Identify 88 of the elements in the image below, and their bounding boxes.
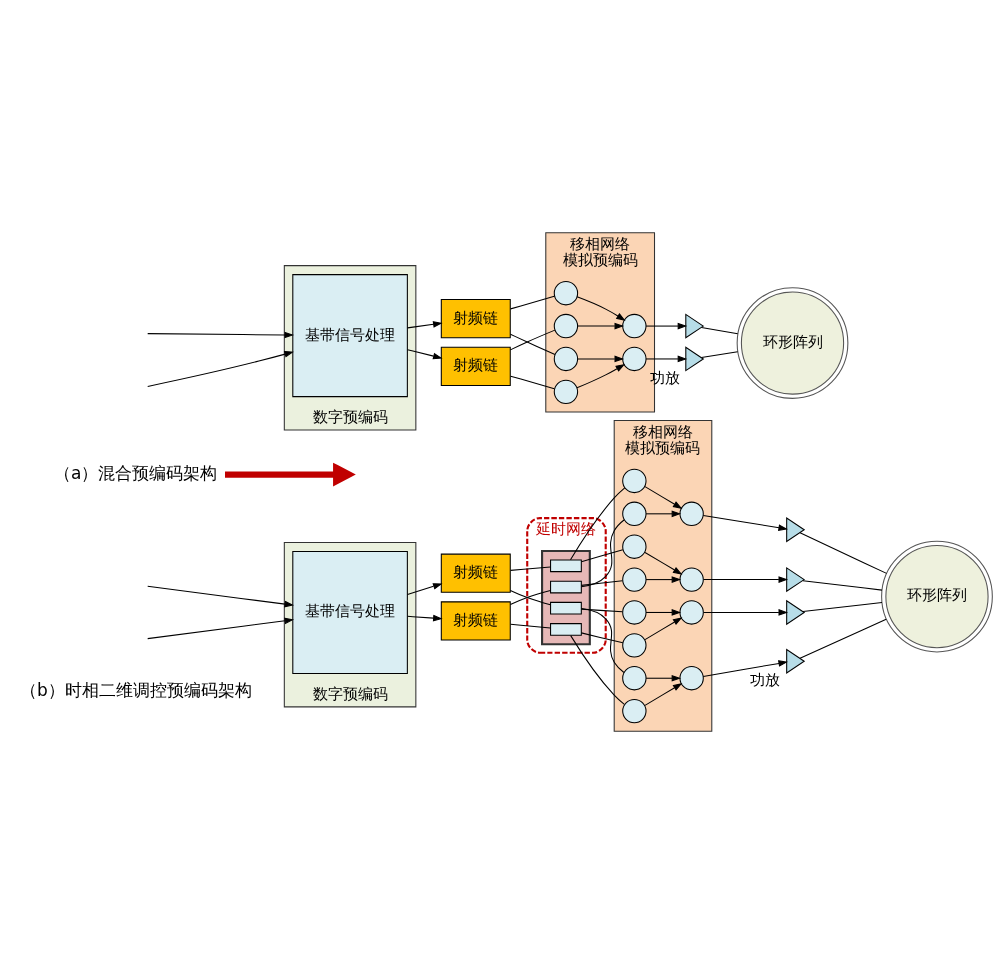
connector	[580, 579, 623, 586]
node-box: 射频链	[440, 553, 511, 593]
node-box: 射频链	[440, 346, 511, 386]
node-circle	[622, 665, 647, 690]
connector	[799, 618, 887, 659]
connector	[510, 295, 555, 309]
arrow	[407, 614, 443, 621]
connector	[510, 375, 555, 389]
connector	[700, 326, 739, 334]
node-box	[550, 622, 582, 636]
node-box: 基带信号处理	[292, 273, 408, 397]
node-circle	[622, 698, 647, 723]
arrow	[147, 350, 294, 387]
connector	[700, 350, 739, 358]
arrow	[644, 485, 683, 509]
node-circle: 环形阵列	[881, 540, 993, 652]
connector	[802, 601, 883, 612]
connector	[509, 333, 556, 355]
node-box	[550, 558, 582, 572]
arrow	[577, 322, 625, 329]
arrow	[147, 331, 295, 338]
node-circle	[622, 534, 647, 559]
connector	[570, 634, 625, 705]
connector	[510, 566, 551, 571]
arrow	[702, 659, 788, 677]
arrow	[645, 355, 688, 362]
arrow	[147, 585, 295, 607]
node-box: 射频链	[440, 600, 511, 641]
connector	[580, 631, 624, 643]
node-box	[550, 601, 582, 615]
arrow	[645, 322, 688, 329]
cluster: 移相网络 模拟预编码	[613, 419, 713, 732]
arrow	[576, 295, 626, 321]
connector	[580, 548, 624, 562]
node-circle	[553, 379, 579, 404]
node-label: 功放	[750, 670, 781, 689]
arrow	[407, 320, 443, 328]
connector	[580, 518, 625, 587]
arrow	[702, 514, 788, 531]
node-text: （b）时相二维调控预编码架构	[19, 679, 252, 700]
node-triangle	[786, 599, 806, 625]
arrow	[644, 616, 683, 640]
node-circle	[553, 313, 579, 338]
arrow	[645, 608, 682, 616]
node-circle	[622, 313, 647, 338]
node-circle	[679, 501, 704, 526]
connector	[802, 579, 883, 591]
connector	[510, 623, 551, 629]
arrow	[577, 355, 625, 362]
node-circle	[622, 468, 647, 493]
node-circle	[679, 566, 704, 592]
arrow	[644, 682, 683, 706]
node-circle: 环形阵列	[736, 286, 849, 399]
node-box: 基带信号处理	[292, 550, 408, 674]
node-text: （a）混合预编码架构	[54, 462, 218, 483]
arrow	[407, 348, 443, 359]
node-triangle	[786, 566, 806, 592]
arrow	[703, 575, 789, 583]
arrow	[645, 509, 682, 517]
arrow	[645, 575, 682, 583]
node-triangle	[685, 312, 705, 339]
arrow	[645, 674, 682, 682]
node-circle	[622, 632, 647, 658]
connector	[509, 589, 551, 605]
arrow	[644, 551, 683, 575]
node-circle	[679, 665, 704, 690]
node-circle	[622, 501, 647, 526]
arrow	[147, 617, 295, 639]
arrow	[407, 582, 443, 595]
node-box: 射频链	[440, 298, 511, 338]
node-circle	[553, 280, 579, 305]
connector	[580, 607, 625, 673]
connector	[799, 531, 888, 574]
arrow	[576, 363, 626, 388]
node-circle	[622, 599, 647, 625]
node-circle	[679, 599, 704, 625]
node-circle	[553, 346, 579, 371]
node-circle	[622, 346, 647, 371]
arrow	[703, 608, 789, 616]
connector	[509, 329, 556, 350]
cluster	[541, 549, 591, 645]
node-triangle	[786, 648, 806, 674]
node-triangle	[786, 516, 806, 542]
connector	[569, 486, 626, 560]
node-box	[550, 580, 582, 593]
node-circle	[622, 566, 647, 592]
connector	[580, 608, 623, 612]
node-triangle	[685, 345, 705, 372]
